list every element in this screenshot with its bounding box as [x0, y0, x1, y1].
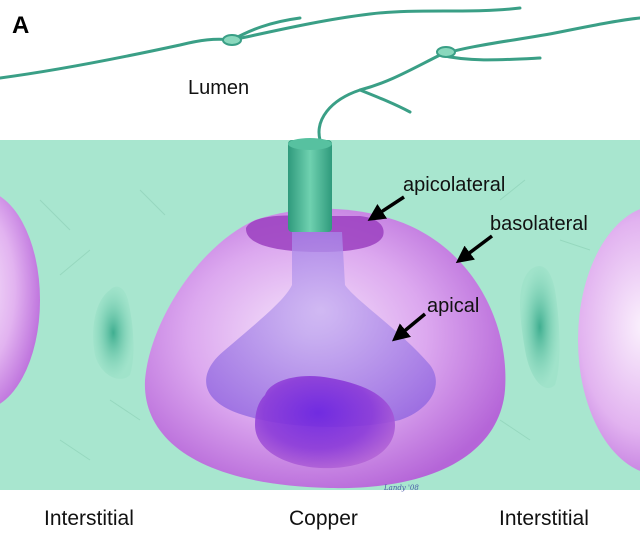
basolateral-label: basolateral [490, 213, 588, 235]
lumen-fibers [0, 6, 640, 142]
left-neighbor-cell [0, 196, 40, 404]
arrow-apicolateral [367, 195, 405, 221]
apicolateral-label: apicolateral [403, 174, 506, 196]
left-interstitial-spot [93, 286, 134, 379]
arrow-apical [391, 312, 427, 342]
interstitial-right-label: Interstitial [499, 507, 589, 530]
lumen-label: Lumen [188, 77, 250, 99]
apical-compartment [206, 232, 436, 427]
interstitial-left-label: Interstitial [44, 507, 134, 530]
luminal-tube [288, 140, 332, 232]
annotation-arrows [367, 195, 494, 342]
copper-label: Copper [289, 507, 358, 530]
right-neighbor-cell [578, 209, 640, 471]
apical-label: apical [427, 295, 480, 317]
right-interstitial-spot [520, 266, 560, 389]
nucleus [255, 375, 395, 469]
tube-top [288, 138, 332, 150]
panel-label: A [12, 12, 30, 39]
arrow-basolateral [455, 234, 494, 264]
artist-signature: Landy '08 [384, 484, 419, 492]
